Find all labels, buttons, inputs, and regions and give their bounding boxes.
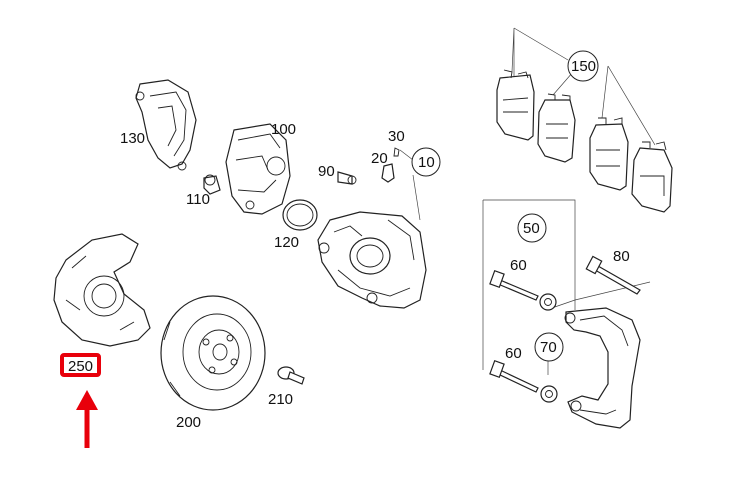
label-90: 90 [318, 163, 335, 180]
label-200: 200 [176, 414, 201, 431]
part-o-ring[interactable]: 120 [274, 199, 318, 251]
label-150: 150 [571, 58, 596, 75]
bolt-60-lower[interactable] [489, 359, 539, 393]
label-60-lower: 60 [505, 345, 522, 362]
bolt-80[interactable] [585, 255, 641, 295]
label-110: 110 [186, 191, 210, 208]
red-arrow-icon [76, 390, 98, 448]
label-50: 50 [523, 220, 540, 237]
label-10: 10 [418, 154, 435, 171]
bolt-60-upper[interactable] [489, 269, 539, 301]
label-250: 250 [68, 358, 93, 375]
label-70: 70 [540, 339, 557, 356]
part-disc-screw[interactable]: 210 [268, 366, 305, 408]
label-60-upper: 60 [510, 257, 527, 274]
part-cable-bracket[interactable]: 130 [120, 79, 197, 171]
part-caliper-carrier[interactable]: 50 70 60 60 80 [482, 199, 651, 429]
highlight-box-250 [60, 353, 101, 377]
label-80: 80 [613, 248, 630, 265]
label-100: 100 [271, 121, 296, 138]
part-parking-brake-actuator[interactable]: 100 [225, 121, 296, 215]
part-brake-caliper[interactable]: 10 20 30 90 [317, 128, 441, 309]
label-20: 20 [371, 150, 388, 167]
part-brake-disc[interactable]: 200 [160, 295, 266, 431]
label-210: 210 [268, 391, 293, 408]
part-brake-pads[interactable]: 150 [496, 27, 673, 213]
part-brake-dust-shield[interactable] [53, 233, 151, 347]
label-120: 120 [274, 234, 299, 251]
part-bolt-110[interactable]: 110 [186, 174, 221, 208]
label-130: 130 [120, 130, 145, 147]
label-30: 30 [388, 128, 405, 145]
